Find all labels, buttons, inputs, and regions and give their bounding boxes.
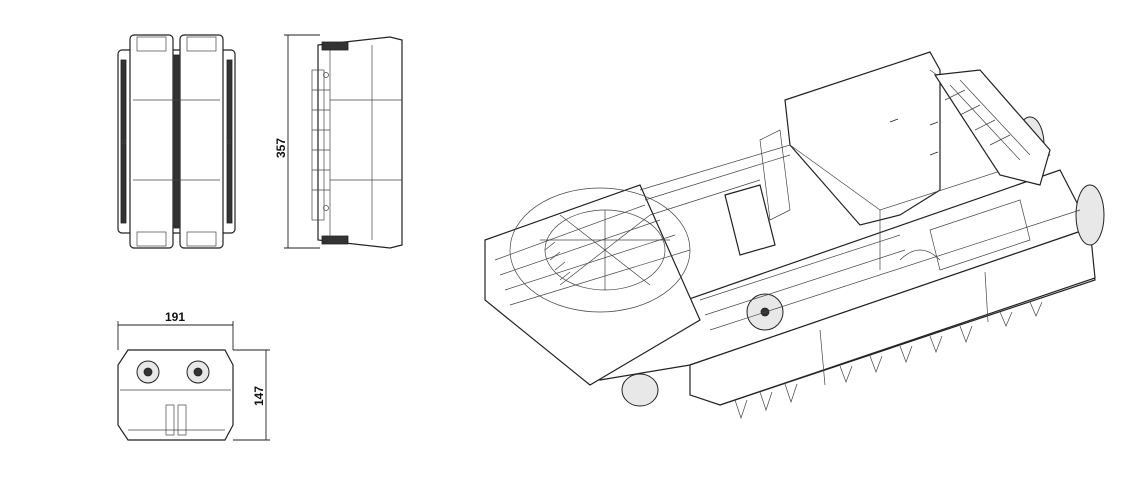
depth-label: 147 xyxy=(252,386,266,406)
front-view xyxy=(117,34,236,249)
height-label: 357 xyxy=(274,138,288,158)
cover-plate xyxy=(784,51,941,226)
cable-port-right xyxy=(1075,184,1105,246)
width-label: 191 xyxy=(165,310,185,324)
height-dimension: 357 xyxy=(274,34,320,249)
cable-port-front xyxy=(621,373,659,407)
side-view xyxy=(311,36,403,249)
splice-tray-stack xyxy=(484,184,701,386)
isometric-view xyxy=(484,51,1105,420)
bottom-view xyxy=(117,349,234,441)
width-dimension: 191 xyxy=(117,310,234,350)
depth-dimension: 147 xyxy=(233,349,270,441)
